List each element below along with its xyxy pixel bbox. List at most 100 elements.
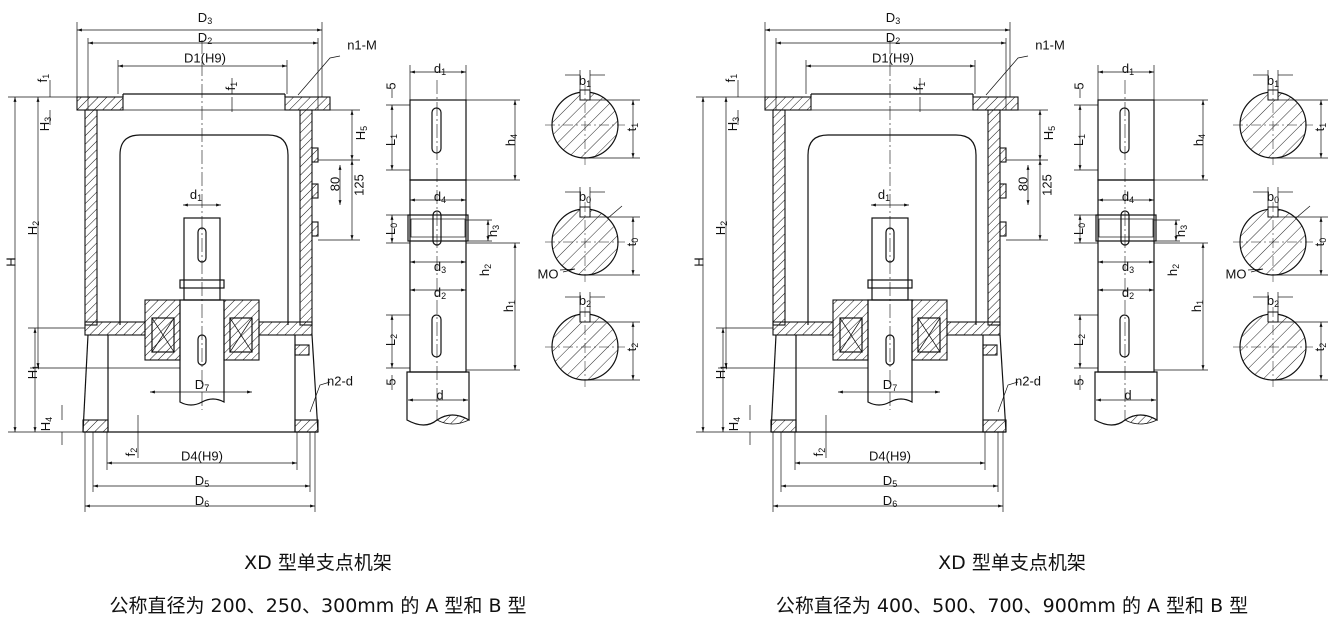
dimension-label-d3: d3 bbox=[1122, 259, 1134, 275]
shaft-detail-mid bbox=[1097, 179, 1155, 373]
shaft-detail-mid bbox=[409, 179, 467, 373]
base-foot-right bbox=[982, 419, 1007, 433]
floor-left bbox=[84, 321, 146, 336]
dimension-label-h2: h2 bbox=[1165, 264, 1181, 276]
floor-right bbox=[946, 321, 1001, 336]
keyway bbox=[1119, 314, 1130, 358]
break-section bbox=[1124, 414, 1158, 425]
dimension-label-h3: h3 bbox=[485, 225, 501, 237]
dimension-label-80: 80 bbox=[327, 177, 342, 191]
dimension-label-h1: H1 bbox=[713, 365, 729, 379]
dimension-label-125: 125 bbox=[351, 174, 366, 196]
dimension-label-h1: h1 bbox=[501, 300, 517, 312]
dimension-label-f2: f2 bbox=[123, 448, 139, 457]
dimension-label-h2: H2 bbox=[25, 221, 41, 235]
dimension-label-d5: D5 bbox=[195, 473, 209, 489]
bearing bbox=[917, 317, 941, 353]
caption-right-title: XD 型单支点机架 bbox=[938, 552, 1086, 574]
dimension-label-n1-m: n1-M bbox=[1035, 37, 1065, 52]
dimension-label-h3: H3 bbox=[725, 117, 741, 131]
base-outer-left bbox=[770, 334, 777, 433]
dimension-label-t1: t1 bbox=[624, 123, 640, 132]
dimension-label-t2: t2 bbox=[624, 343, 640, 352]
dimension-label-d3: D3 bbox=[886, 10, 900, 26]
shaft-detail-collar-inner bbox=[410, 218, 466, 238]
dimension-label-d4-h9-: D4(H9) bbox=[181, 448, 223, 463]
dimension-label-f1: f1 bbox=[911, 82, 927, 91]
dimension-label-d4-h9-: D4(H9) bbox=[869, 448, 911, 463]
dimension-label-mo: MO bbox=[1226, 266, 1247, 281]
dimension-label-5: 5 bbox=[383, 82, 398, 89]
dimension-label-d7: D7 bbox=[883, 377, 897, 393]
dimension-label-h5: H5 bbox=[353, 126, 369, 140]
dimension-label-h1: H1 bbox=[25, 365, 41, 379]
inner-window bbox=[807, 134, 977, 325]
dimension-label-l1: L1 bbox=[1071, 134, 1087, 146]
dimension-label-h3: H3 bbox=[37, 117, 53, 131]
dimension-label-5: 5 bbox=[1071, 378, 1086, 385]
shaft-detail-collar-inner bbox=[1098, 218, 1154, 238]
leader-line bbox=[559, 268, 576, 273]
leader-line bbox=[1295, 205, 1311, 219]
dimension-label-125: 125 bbox=[1039, 174, 1054, 196]
wall-rib bbox=[999, 147, 1007, 163]
dimension-label-d3: D3 bbox=[198, 10, 212, 26]
dimension-label-h4: h4 bbox=[503, 134, 519, 146]
dimension-label-l2: L2 bbox=[383, 334, 399, 346]
bearing-housing-left bbox=[144, 299, 181, 361]
dimension-label-d: d bbox=[436, 387, 443, 402]
dimension-label-t0: t0 bbox=[624, 238, 640, 247]
dimension-label-d1: d1 bbox=[190, 187, 202, 203]
dimension-label-d1-h9-: D1(H9) bbox=[184, 50, 226, 65]
leader-line bbox=[1247, 268, 1264, 273]
base-outer-right bbox=[999, 334, 1007, 433]
dimension-label-h4: H4 bbox=[38, 417, 54, 431]
shaft-detail-top bbox=[409, 99, 467, 181]
bearing-housing-right bbox=[911, 299, 948, 361]
caption-left-title: XD 型单支点机架 bbox=[244, 552, 392, 574]
dimension-label-l0: L0 bbox=[383, 223, 399, 235]
dimension-label-l0: L0 bbox=[1071, 223, 1087, 235]
right-wall bbox=[299, 109, 313, 326]
keyway bbox=[431, 314, 442, 358]
dimension-label-f1: f1 bbox=[35, 74, 51, 83]
dimension-label-d3: d3 bbox=[434, 259, 446, 275]
dimension-label-5: 5 bbox=[383, 378, 398, 385]
bearing-housing-right bbox=[223, 299, 260, 361]
dimension-label-d1: d1 bbox=[1122, 61, 1134, 77]
top-flange-left bbox=[76, 96, 124, 111]
wall-rib bbox=[999, 183, 1007, 199]
leader-line bbox=[607, 205, 623, 219]
dimension-label-h2: H2 bbox=[713, 221, 729, 235]
bearing-cross bbox=[839, 317, 863, 353]
dimension-label-d: d bbox=[1124, 387, 1131, 402]
wall-rib bbox=[999, 221, 1007, 237]
base-foot-left bbox=[770, 419, 797, 433]
wall-rib bbox=[311, 183, 319, 199]
dimension-label-d2: d2 bbox=[434, 285, 446, 301]
dimension-label-d4: d4 bbox=[434, 189, 446, 205]
dimension-label-t0: t0 bbox=[1312, 238, 1328, 247]
dimension-label-d5: D5 bbox=[883, 473, 897, 489]
bearing bbox=[151, 317, 175, 353]
top-flange-left bbox=[764, 96, 812, 111]
dimension-label-b2: b2 bbox=[579, 293, 591, 309]
dimension-label-t2: t2 bbox=[1312, 343, 1328, 352]
dimension-label-d4: d4 bbox=[1122, 189, 1134, 205]
dimension-label-l1: L1 bbox=[383, 134, 399, 146]
floor-right bbox=[258, 321, 313, 336]
dimension-label-d2: d2 bbox=[1122, 285, 1134, 301]
dimension-label-h4: h4 bbox=[1191, 134, 1207, 146]
dimension-label-d2: D2 bbox=[886, 30, 900, 46]
base-outer-left bbox=[82, 334, 89, 433]
leader-line bbox=[997, 381, 1019, 413]
dimension-label-b0: b0 bbox=[1267, 189, 1279, 205]
leader-line bbox=[309, 381, 331, 413]
dimension-label-f1: f1 bbox=[723, 74, 739, 83]
left-wall bbox=[84, 109, 98, 326]
dimension-label-b0: b0 bbox=[579, 189, 591, 205]
dimension-label-b1: b1 bbox=[579, 73, 591, 89]
dimension-label-b2: b2 bbox=[1267, 293, 1279, 309]
